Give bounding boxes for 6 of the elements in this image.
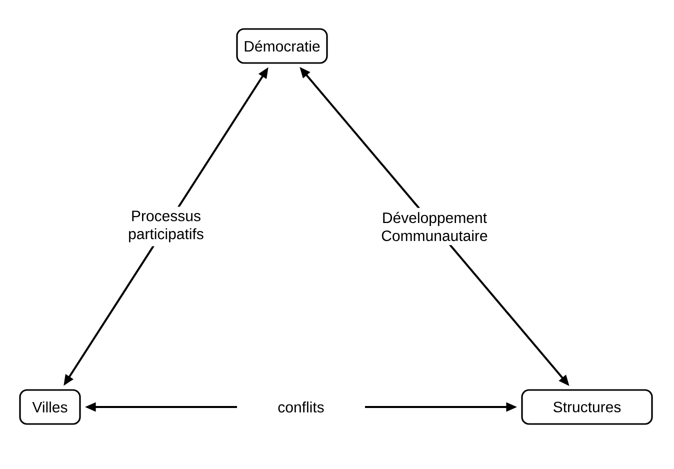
edge-label: conflits <box>278 402 324 412</box>
concept-box: Structures <box>521 389 653 425</box>
concept-box: Villes <box>19 389 81 425</box>
edge-label: Processus participatifs <box>129 210 204 242</box>
concept-box: Démocratie <box>236 28 328 64</box>
edge-label: Développement Communautaire <box>382 212 488 242</box>
